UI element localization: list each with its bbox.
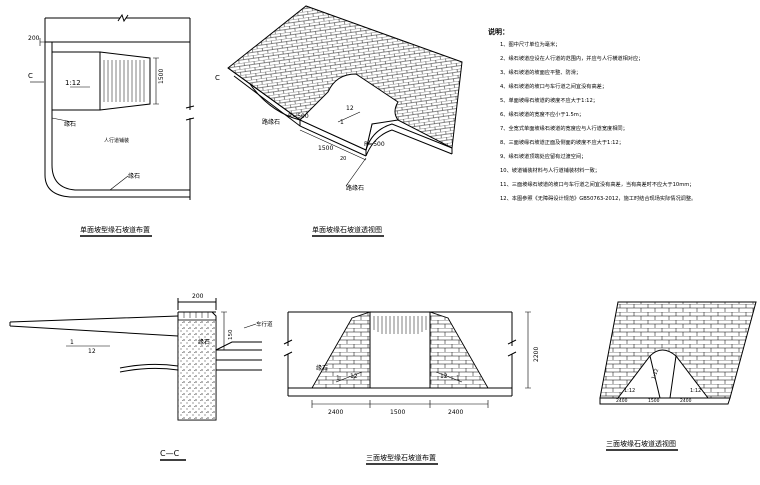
persp-single-slope-num: 12 <box>346 105 354 112</box>
persp-triple-slope-right: 1:12 <box>690 388 701 394</box>
plan-triple-left-wing <box>311 311 371 389</box>
plan-single-section-mark: C <box>28 72 33 80</box>
section-cc-slope-den: 1 <box>70 339 74 346</box>
persp-single-slope-den: 1 <box>340 119 344 126</box>
plan-single-slope: 1:12 <box>65 79 81 87</box>
section-cc-label-curb: 缘石 <box>198 338 210 346</box>
note-7: 7、全宽式单面坡缘石坡道的宽度应与人行道宽度相同； <box>500 124 628 132</box>
persp-single-gap: 20 <box>340 156 346 162</box>
plan-single-dim-top: 200 <box>28 35 40 42</box>
section-cc-dim-side: 150 <box>228 329 234 340</box>
persp-single-r-right: R=500 <box>364 141 385 148</box>
persp-triple-dim-right: 2400 <box>680 398 692 404</box>
note-5: 5、单面坡缘石坡道的坡度不应大于1:12； <box>500 96 598 104</box>
plan-single-label-curb2: 缘石 <box>128 172 140 180</box>
persp-triple-view: 1:12 1:12 1:12 2400 1500 2400 三面坡缘石坡道透视图 <box>599 301 757 451</box>
plan-triple-view: 2400 1500 2400 2200 12 1 12 1 缘石 三面坡型缘石坡… <box>283 311 540 465</box>
plan-single-label-sidewalk: 人行道铺装 <box>104 137 129 144</box>
plan-single-dim-width: 1500 <box>158 69 165 84</box>
persp-triple-title: 三面坡缘石坡道透视图 <box>606 439 676 448</box>
note-8: 8、三面坡缘石坡道正面及侧面的坡度不应大于1:12； <box>500 138 624 146</box>
persp-triple-slope-left: 1:12 <box>624 388 635 394</box>
section-cc-label-road: 车行道 <box>256 320 273 328</box>
plan-triple-dim-mid: 1500 <box>390 409 405 416</box>
plan-triple-dim-right: 2400 <box>448 409 463 416</box>
section-cc-title: C—C <box>160 449 180 458</box>
persp-single-title: 单面坡缘石坡道透视图 <box>312 225 382 234</box>
persp-triple-slope-mid: 1:12 <box>651 368 660 381</box>
section-cc-dim-top: 200 <box>192 293 204 300</box>
persp-single-label-curb-right: 路缘石 <box>346 184 364 192</box>
persp-triple-dim-mid: 1500 <box>648 398 660 404</box>
plan-triple-dim-height: 2200 <box>533 347 540 362</box>
note-3: 3、缘石坡道的坡面应平整、防滑； <box>500 68 581 76</box>
note-11: 11、三面坡缘石坡道的坡口与车行道之间宜没有高差，当有高差时不应大于10mm； <box>500 180 695 188</box>
persp-single-section-mark: C <box>215 74 220 82</box>
plan-single-view: 200 1500 1:12 C 缘石 人行道铺装 缘石 单面坡型缘石坡道布置 <box>28 13 195 237</box>
note-9: 9、缘石坡道顶端处应留有过渡空间； <box>500 152 586 160</box>
persp-single-label-curb-left: 路缘石 <box>262 118 280 126</box>
plan-single-title: 单面坡型缘石坡道布置 <box>80 225 150 234</box>
persp-single-r-left: R=500 <box>288 113 309 120</box>
persp-triple-ramp <box>616 349 710 399</box>
persp-single-width: 1500 <box>318 145 333 152</box>
persp-single-view: C 12 1 R=500 R=500 1500 20 路缘石 路缘石 单面坡缘石… <box>215 5 463 237</box>
notes-heading: 说明： <box>488 27 509 36</box>
plan-triple-slope-left: 12 <box>350 373 358 380</box>
note-1: 1、图中尺寸单位为毫米； <box>500 40 560 48</box>
section-cc-view: 200 150 缘石 车行道 1 12 C—C <box>9 293 273 461</box>
plan-triple-slope-den-right: 1 <box>456 375 460 382</box>
note-12: 12、本图参照《无障碍设计规范》GB50763-2012，施工时结合现场实际情况… <box>500 194 696 202</box>
persp-single-ramp <box>299 73 399 151</box>
note-6: 6、缘石坡道的宽度不应小于1.5m； <box>500 110 584 118</box>
notes-block: 说明： 1、图中尺寸单位为毫米； 2、缘石坡道应设在人行道的范围内，并应与人行横… <box>488 27 696 202</box>
note-10: 10、坡道铺装材料与人行道铺装材料一致； <box>500 166 600 174</box>
section-cc-curb-stone <box>177 319 217 421</box>
plan-triple-slope-right: 12 <box>440 373 448 380</box>
plan-triple-dim-left: 2400 <box>328 409 343 416</box>
plan-single-ramp-top <box>52 51 101 111</box>
plan-single-label-curb: 缘石 <box>64 120 76 128</box>
plan-single-outline <box>44 18 190 198</box>
section-cc-slope-num: 12 <box>88 348 96 355</box>
plan-triple-title: 三面坡型缘石坡道布置 <box>366 453 436 462</box>
plan-triple-slope-den-left: 1 <box>336 375 340 382</box>
note-2: 2、缘石坡道应设在人行道的范围内，并应与人行横道相对应； <box>500 54 643 62</box>
note-4: 4、缘石坡道的坡口与车行道之间宜没有高差； <box>500 82 607 90</box>
plan-triple-label-curb: 缘石 <box>316 364 328 372</box>
persp-triple-dim-left: 2400 <box>616 398 628 404</box>
